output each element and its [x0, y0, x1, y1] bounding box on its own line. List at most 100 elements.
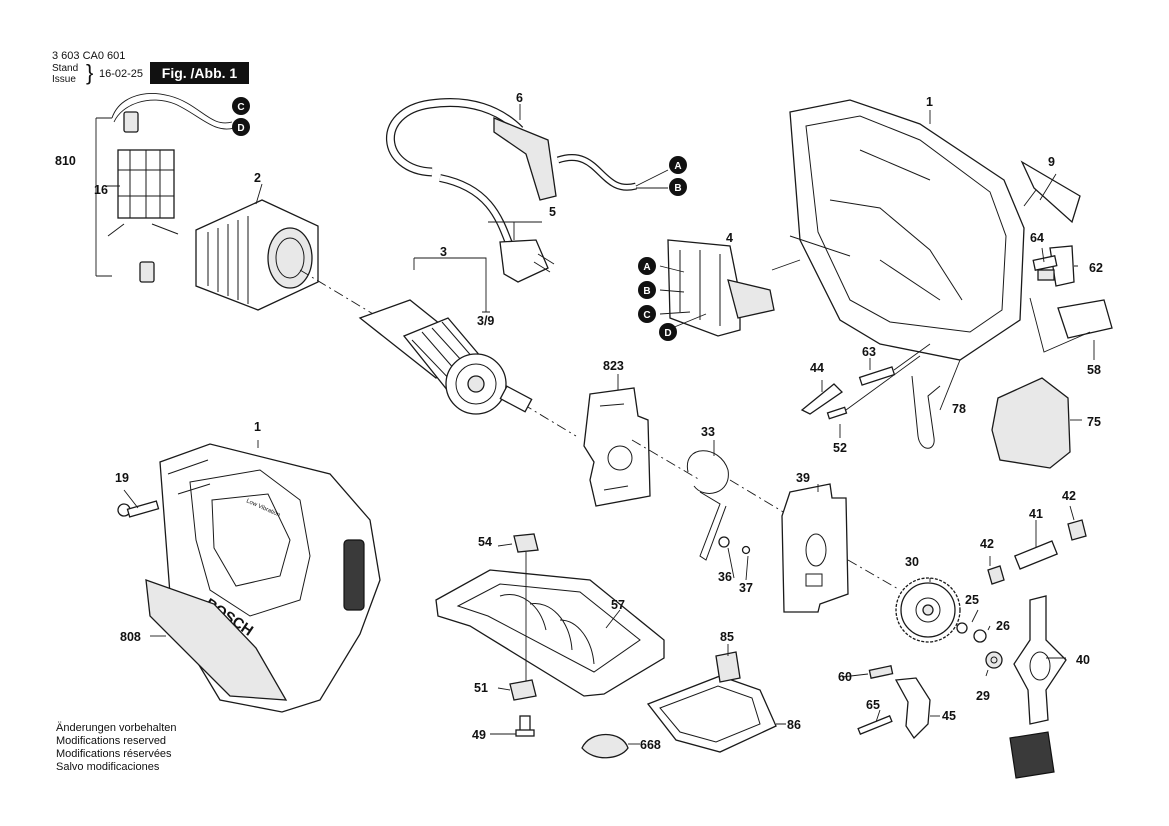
switch-module-4 [659, 239, 775, 337]
right-small-parts [1020, 160, 1113, 353]
label-85: 85 [720, 630, 734, 644]
label-3: 3 [440, 245, 447, 259]
connector-c-switch: C [638, 305, 656, 323]
label-64: 64 [1030, 231, 1044, 245]
label-3-9: 3/9 [477, 314, 494, 328]
clip-26 [973, 629, 987, 643]
part-51 [509, 679, 537, 701]
label-44: 44 [810, 361, 824, 375]
label-25: 25 [965, 593, 979, 607]
plate-823 [583, 387, 701, 507]
label-65: 65 [866, 698, 880, 712]
label-75: 75 [1087, 415, 1101, 429]
label-51: 51 [474, 681, 488, 695]
label-810: 810 [55, 154, 76, 168]
label-42b: 42 [1062, 489, 1076, 503]
svg-text:A: A [643, 262, 650, 273]
pin-65 [857, 715, 893, 735]
housing-half-right [771, 99, 1025, 361]
footer-line-de: Änderungen vorbehalten [56, 722, 177, 734]
field-coil [195, 199, 319, 311]
part-60 [868, 665, 894, 679]
svg-text:D: D [664, 328, 671, 339]
label-16: 16 [94, 183, 108, 197]
connector-d-top: D [232, 118, 250, 136]
svg-text:B: B [674, 183, 681, 194]
part-52 [826, 406, 848, 420]
armature [299, 257, 577, 437]
label-58: 58 [1087, 363, 1101, 377]
label-33: 33 [701, 425, 715, 439]
figure-label: Fig. /Abb. 1 [150, 62, 249, 84]
label-29: 29 [976, 689, 990, 703]
svg-text:B: B [643, 286, 650, 297]
label-78: 78 [952, 402, 966, 416]
label-40: 40 [1076, 653, 1090, 667]
label-41: 41 [1029, 507, 1043, 521]
housing-half-left: BOSCH Low Vibration [145, 440, 381, 713]
label-36: 36 [718, 570, 732, 584]
label-823: 823 [603, 359, 624, 373]
label-62: 62 [1089, 261, 1103, 275]
label-9: 9 [1048, 155, 1055, 169]
connector-b-switch: B [638, 281, 656, 299]
nut-42a [987, 565, 1005, 585]
label-57: 57 [611, 598, 625, 612]
part-58 [1057, 299, 1113, 339]
part-75 [991, 377, 1071, 469]
connector-a-switch: A [638, 257, 656, 275]
power-cable [386, 97, 669, 283]
connector-b-cable: B [669, 178, 687, 196]
screw-19 [117, 500, 160, 518]
issue-date: 16-02-25 [99, 68, 144, 80]
plunger-40 [1013, 595, 1067, 725]
label-1-top: 1 [926, 95, 933, 109]
document-number: 3 603 CA0 601 [52, 50, 126, 62]
issue-label: Issue [52, 74, 76, 85]
plate-39 [781, 483, 901, 613]
svg-text:C: C [643, 310, 650, 321]
connector-a-cable: A [669, 156, 687, 174]
label-6: 6 [516, 91, 523, 105]
footer-notes: Änderungen vorbehalten Modifications res… [56, 722, 176, 774]
label-86: 86 [787, 718, 801, 732]
washer-25 [956, 622, 968, 634]
housing-small-parts [800, 343, 961, 449]
footer-line-en: Modifications reserved [56, 735, 167, 747]
label-39: 39 [796, 471, 810, 485]
svg-text:D: D [237, 123, 244, 134]
label-19: 19 [115, 471, 129, 485]
label-30: 30 [905, 555, 919, 569]
footer-line-fr: Modifications réservées [56, 748, 172, 760]
label-60: 60 [838, 670, 852, 684]
stand-issue-label: Stand Issue [52, 63, 78, 85]
label-26: 26 [996, 619, 1010, 633]
part-85 [715, 651, 741, 683]
label-5: 5 [549, 205, 556, 219]
lever-group [857, 665, 940, 740]
label-52: 52 [833, 441, 847, 455]
label-808: 808 [120, 630, 141, 644]
base-plate-57 [435, 533, 665, 737]
gear-30 [895, 577, 1003, 669]
connector-badges: C D A B A B C D [232, 97, 687, 341]
svg-text:C: C [237, 102, 244, 113]
label-63: 63 [862, 345, 876, 359]
part-808 [145, 579, 288, 701]
terminal-bottom [139, 261, 155, 283]
nut-42b [1067, 519, 1087, 541]
svg-text:A: A [674, 161, 681, 172]
connector-c-top: C [232, 97, 250, 115]
part-number-labels: 1 2 3 3/9 6 5 4 810 16 9 64 62 58 63 44 … [55, 91, 1103, 752]
part-9 [1020, 160, 1081, 224]
label-4: 4 [726, 231, 733, 245]
label-2: 2 [254, 171, 261, 185]
spring-33 [686, 450, 791, 561]
label-1-bottom: 1 [254, 420, 261, 434]
footer-line-es: Salvo modificaciones [56, 761, 160, 773]
part-63 [858, 366, 896, 386]
bushing-29 [985, 651, 1003, 669]
part-54 [513, 533, 539, 553]
